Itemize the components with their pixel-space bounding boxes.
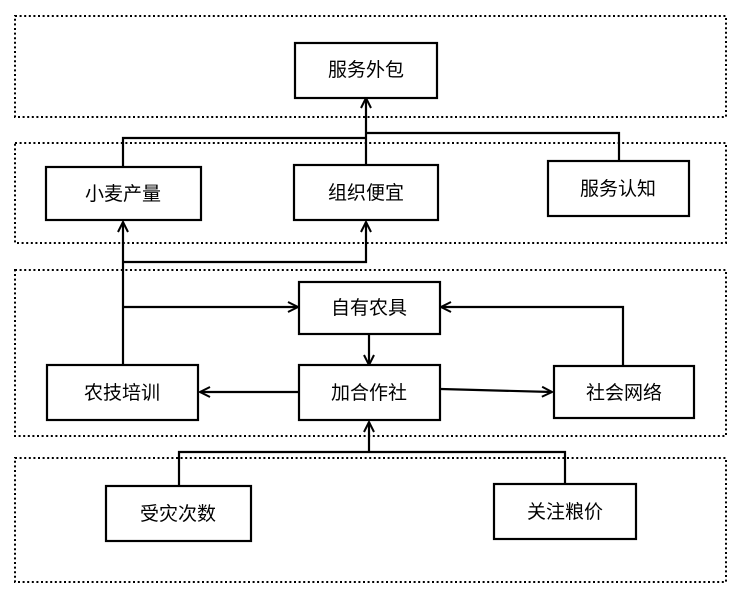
edge-wheat-yield-to-service-outsourcing: [121, 136, 366, 167]
node-label-disaster-count: 受灾次数: [140, 503, 216, 525]
node-disaster-count: 受灾次数: [104, 484, 253, 543]
node-service-cognition: 服务认知: [546, 159, 691, 218]
node-social-network: 社会网络: [552, 364, 696, 420]
node-org-convenience: 组织便宜: [292, 163, 440, 222]
edges-group: [121, 98, 625, 486]
layer-frame-bottom: [14, 457, 727, 583]
node-service-outsourcing: 服务外包: [293, 41, 439, 100]
edge-disaster-count-to-cooperative: [177, 450, 369, 486]
node-label-cooperative: 加合作社: [331, 382, 407, 404]
edge-grain-price-to-cooperative: [369, 450, 567, 484]
node-label-agri-training: 农技培训: [84, 382, 160, 404]
node-label-social-network: 社会网络: [586, 382, 662, 404]
node-cooperative: 加合作社: [297, 363, 442, 422]
edge-agri-training-to-org-convenience: [123, 222, 366, 264]
node-label-grain-price-attention: 关注粮价: [527, 501, 603, 523]
node-wheat-yield: 小麦产量: [44, 165, 203, 222]
edge-service-cognition-to-service-outsourcing: [366, 131, 621, 161]
node-agri-training: 农技培训: [45, 363, 200, 422]
node-label-wheat-yield: 小麦产量: [85, 183, 161, 205]
node-label-service-cognition: 服务认知: [580, 178, 656, 200]
layer-frame-second: [14, 142, 727, 244]
node-label-service-outsourcing: 服务外包: [328, 59, 404, 81]
layer-frame-third: [14, 269, 727, 437]
node-label-org-convenience: 组织便宜: [328, 182, 404, 204]
edge-social-network-to-own-machinery: [441, 307, 625, 366]
node-label-own-machinery: 自有农具: [331, 297, 407, 319]
nodes-group: 服务外包 小麦产量 组织便宜 服务认知 自有农具 农技培训 加合作社: [44, 41, 696, 543]
node-grain-price-attention: 关注粮价: [492, 482, 638, 541]
node-own-machinery: 自有农具: [297, 280, 442, 336]
edge-cooperative-to-social-network: [440, 389, 552, 392]
layer-frame-top: [14, 15, 727, 118]
